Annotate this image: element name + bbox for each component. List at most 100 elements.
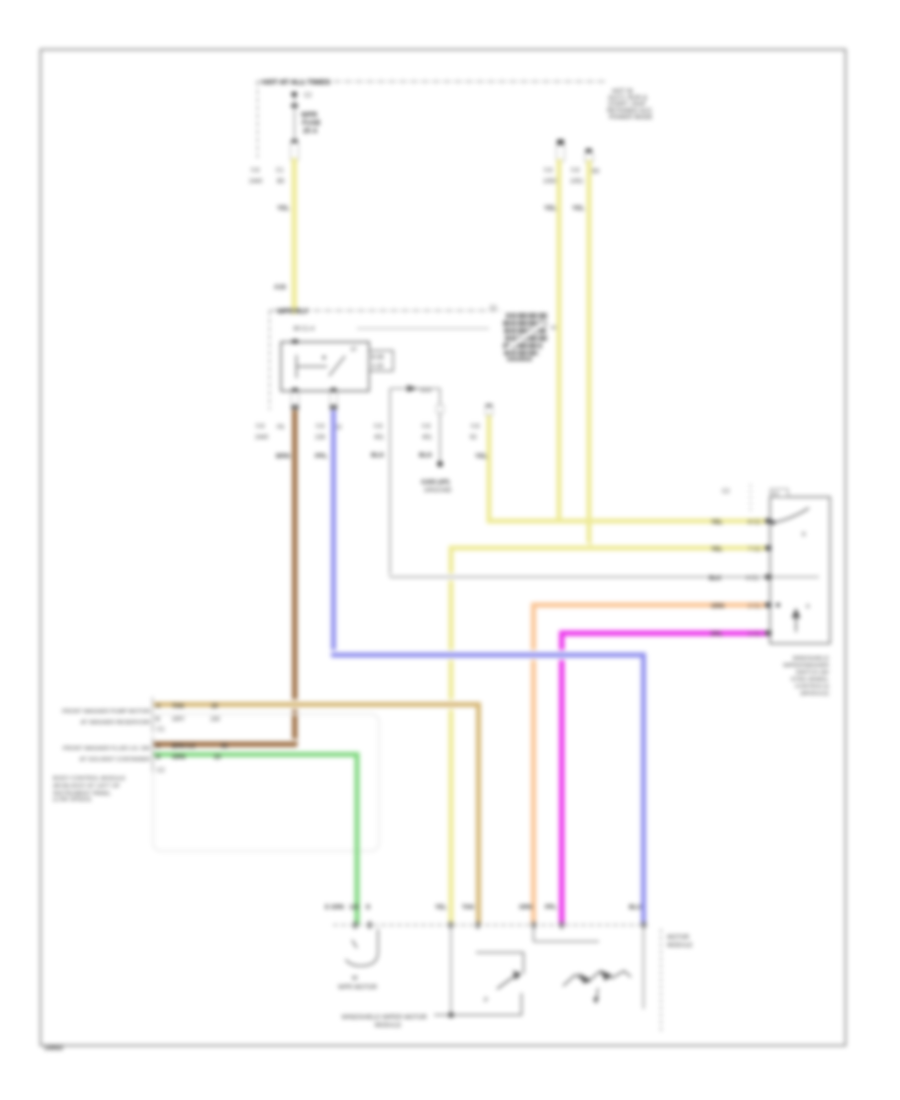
svg-text:TAN: TAN xyxy=(462,905,474,911)
svg-text:92: 92 xyxy=(470,435,477,441)
svg-text:C2: C2 xyxy=(157,768,165,774)
svg-text:0.8: 0.8 xyxy=(422,424,431,430)
svg-text:B 86: B 86 xyxy=(372,355,385,361)
svg-text:C1: C1 xyxy=(490,305,497,311)
svg-text:GRY: GRY xyxy=(172,717,185,723)
svg-text:GROUND: GROUND xyxy=(424,487,452,494)
svg-text:8 C2: 8 C2 xyxy=(748,520,761,526)
svg-text:YEL: YEL xyxy=(711,520,723,526)
svg-text:BLU: BLU xyxy=(629,905,641,911)
svg-text:MODULE: MODULE xyxy=(375,1022,401,1029)
svg-text:BODY CONTROL MODULE: BODY CONTROL MODULE xyxy=(53,776,126,782)
svg-text:C2: C2 xyxy=(772,492,779,498)
svg-text:START / RAP: START / RAP xyxy=(608,101,645,108)
svg-text:4 C1: 4 C1 xyxy=(746,576,759,582)
svg-text:0.8: 0.8 xyxy=(256,424,265,430)
svg-text:96: 96 xyxy=(221,744,228,750)
svg-text:BLK: BLK xyxy=(709,576,722,582)
svg-text:BRN: BRN xyxy=(276,453,290,460)
svg-text:CONTROLS): CONTROLS) xyxy=(795,684,829,690)
svg-text:D: D xyxy=(156,755,161,761)
svg-text:ORN: ORN xyxy=(519,905,532,911)
svg-text:INSTRUMENT PANEL: INSTRUMENT PANEL xyxy=(53,791,112,797)
svg-text:WIPER/WASHER: WIPER/WASHER xyxy=(783,663,829,669)
svg-text:(BCM) ASSY AT LEFT OF: (BCM) ASSY AT LEFT OF xyxy=(53,784,120,790)
svg-text:0.8: 0.8 xyxy=(571,168,580,174)
svg-text:BRN 0.8: BRN 0.8 xyxy=(172,744,196,750)
svg-text:ORN: ORN xyxy=(711,604,724,610)
svg-text:POWER MODE: POWER MODE xyxy=(609,114,653,121)
svg-text:HOT AT ALL TIMES: HOT AT ALL TIMES xyxy=(262,78,330,87)
svg-text:451: 451 xyxy=(422,435,433,441)
svg-text:0.8: 0.8 xyxy=(471,424,480,430)
svg-text:FUSE: FUSE xyxy=(302,120,321,127)
svg-text:G305 (I/P): G305 (I/P) xyxy=(421,479,450,486)
svg-text:PPL: PPL xyxy=(315,453,328,460)
svg-text:YEL: YEL xyxy=(572,205,585,212)
svg-text:1 C1: 1 C1 xyxy=(748,632,761,638)
svg-text:25 A: 25 A xyxy=(303,128,318,135)
svg-text:WPR RLY: WPR RLY xyxy=(277,309,309,316)
svg-text:23: 23 xyxy=(214,755,221,761)
svg-text:PPL: PPL xyxy=(711,632,723,638)
svg-text:S231: S231 xyxy=(420,388,432,394)
svg-text:HOT IN: HOT IN xyxy=(612,88,633,95)
svg-text:2 C1: 2 C1 xyxy=(748,604,761,610)
svg-text:MODULE: MODULE xyxy=(667,943,693,949)
svg-text:WPR MOTOR: WPR MOTOR xyxy=(338,984,378,991)
svg-text:BLK: BLK xyxy=(419,452,433,459)
svg-text:FRONT WASHER PUMP MOTOR: FRONT WASHER PUMP MOTOR xyxy=(62,709,150,715)
svg-text:0.8: 0.8 xyxy=(544,168,553,174)
svg-text:TAN: TAN xyxy=(172,704,184,710)
svg-text:MOTOR: MOTOR xyxy=(667,935,690,941)
svg-text:125: 125 xyxy=(349,905,360,911)
svg-text:0.8: 0.8 xyxy=(316,424,325,430)
svg-text:7 C2: 7 C2 xyxy=(748,547,761,553)
svg-text:150: 150 xyxy=(210,717,221,723)
svg-text:228: 228 xyxy=(315,435,326,441)
svg-text:RETAINED ACC: RETAINED ACC xyxy=(607,108,653,115)
svg-text:B: B xyxy=(156,717,160,723)
svg-text:C2: C2 xyxy=(722,489,730,495)
svg-text:B3: B3 xyxy=(592,169,600,175)
svg-text:F8: F8 xyxy=(277,425,285,431)
svg-text:AT SOLVENT CONTAINER: AT SOLVENT CONTAINER xyxy=(80,757,150,763)
svg-text:C: C xyxy=(156,744,161,750)
svg-text:FRONT WASHER FLUID LVL SW: FRONT WASHER FLUID LVL SW xyxy=(63,746,151,752)
svg-text:YEL: YEL xyxy=(711,547,723,553)
svg-text:451: 451 xyxy=(374,435,385,441)
svg-text:STRG WHEEL: STRG WHEEL xyxy=(791,677,830,683)
svg-text:A: A xyxy=(806,604,810,610)
svg-text:D: D xyxy=(366,905,371,911)
svg-text:39 C1-4: 39 C1-4 xyxy=(293,327,315,333)
svg-text:A: A xyxy=(156,704,161,710)
svg-text:YEL: YEL xyxy=(475,453,488,460)
svg-text:YEL: YEL xyxy=(277,205,290,212)
svg-text:YEL: YEL xyxy=(544,205,557,212)
svg-text:A16: A16 xyxy=(274,284,286,291)
svg-text:2440: 2440 xyxy=(255,435,269,441)
svg-text:WINDSHIELD: WINDSHIELD xyxy=(793,656,829,662)
svg-text:14063: 14063 xyxy=(44,1045,63,1052)
svg-text:P: P xyxy=(484,998,488,1004)
svg-text:M: M xyxy=(352,975,357,982)
svg-text:(MODULE): (MODULE) xyxy=(800,691,829,697)
svg-text:1050: 1050 xyxy=(543,179,557,185)
svg-text:B: B xyxy=(802,532,806,538)
svg-text:PPL: PPL xyxy=(545,905,557,911)
svg-text:ACCY, RUN &: ACCY, RUN & xyxy=(608,95,648,102)
svg-text:GRN: GRN xyxy=(172,755,185,761)
svg-text:SWITCH (W/: SWITCH (W/ xyxy=(796,670,830,676)
svg-text:BLK: BLK xyxy=(371,452,385,459)
svg-text:E GRN: E GRN xyxy=(325,905,344,911)
svg-text:D2: D2 xyxy=(334,425,342,431)
svg-text:YEL: YEL xyxy=(435,905,447,911)
svg-text:WINDSHIELD WIPER MOTOR: WINDSHIELD WIPER MOTOR xyxy=(342,1014,428,1021)
svg-text:AT WASHER RESERVOIR: AT WASHER RESERVOIR xyxy=(81,720,150,726)
svg-text:1051: 1051 xyxy=(570,179,584,185)
svg-text:C2: C2 xyxy=(304,93,312,99)
svg-text:A 30: A 30 xyxy=(372,364,385,370)
svg-text:19: 19 xyxy=(211,704,218,710)
svg-text:0.8: 0.8 xyxy=(251,168,260,174)
svg-text:B5: B5 xyxy=(277,179,285,185)
